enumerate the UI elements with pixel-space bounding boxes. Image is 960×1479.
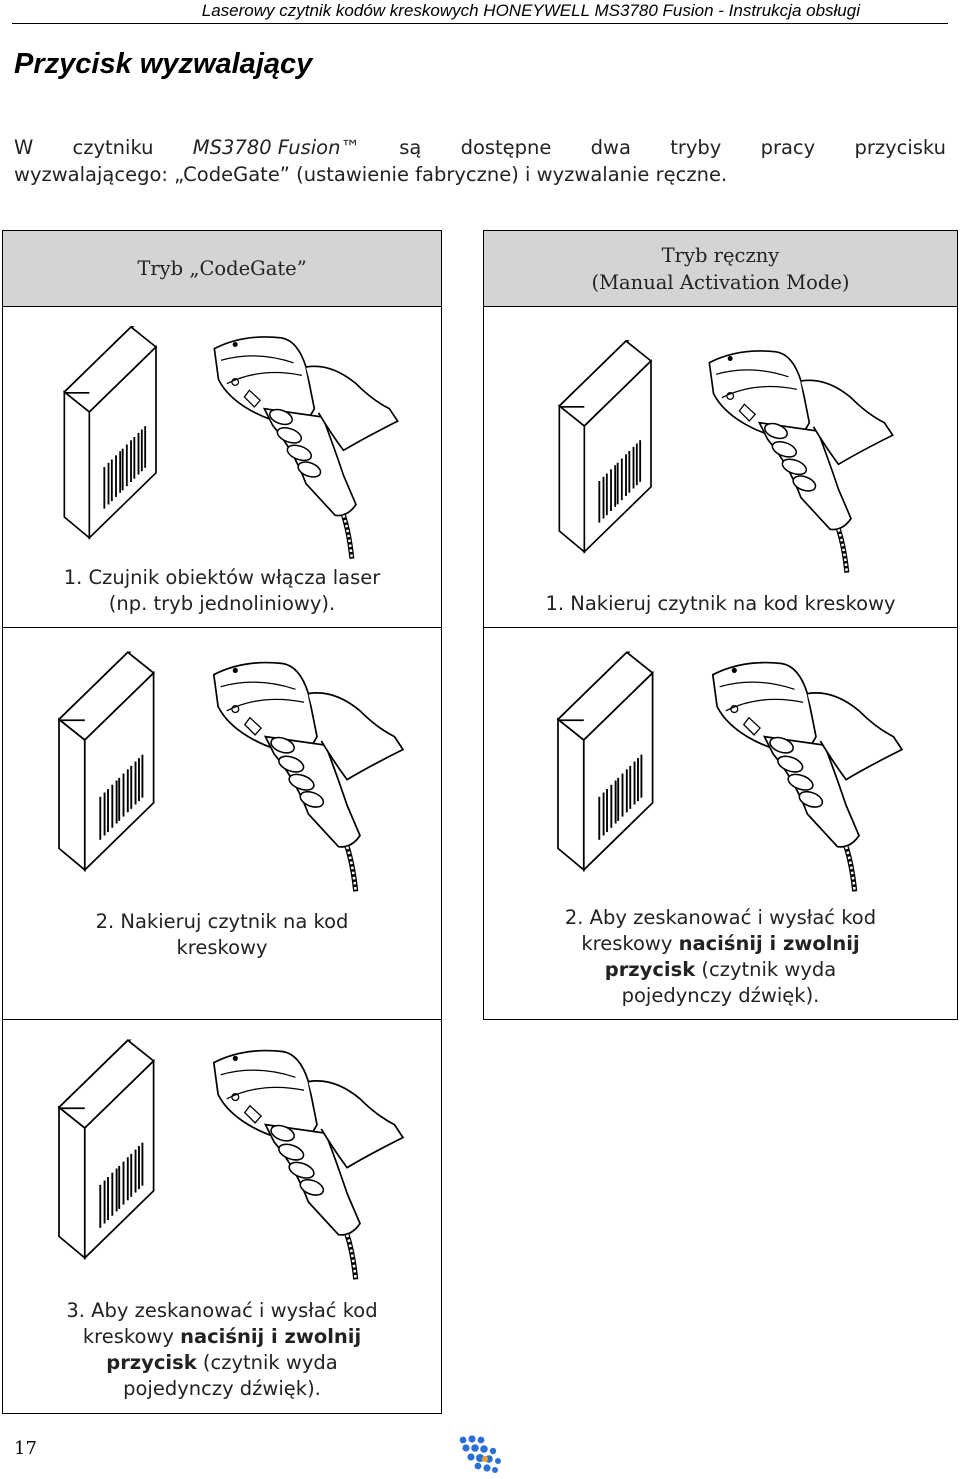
codegate-step-1-caption: 1. Czujnik obiektów włącza laser (np. tr… bbox=[3, 565, 441, 617]
caption-line: kreskowy bbox=[176, 936, 268, 959]
caption-line: przycisk (czytnik wyda bbox=[3, 1350, 441, 1376]
caption-line: (np. tryb jednoliniowy). bbox=[108, 592, 336, 615]
codegate-step-3-cell: 3. Aby zeskanować i wysłać kod kreskowy … bbox=[2, 1019, 442, 1414]
manual-header: Tryb ręczny (Manual Activation Mode) bbox=[483, 230, 958, 307]
intro-word: są bbox=[399, 136, 422, 159]
manual-step-1-caption: 1. Nakieruj czytnik na kod kreskowy bbox=[545, 592, 896, 615]
scanner-illustration bbox=[21, 1030, 441, 1288]
caption-text: kreskowy bbox=[581, 932, 679, 955]
intro-word: dostępne bbox=[460, 136, 552, 159]
caption-line: 3. Aby zeskanować i wysłać kod bbox=[66, 1299, 378, 1322]
intro-word: W bbox=[14, 136, 34, 159]
intro-word: czytniku bbox=[72, 136, 154, 159]
codegate-step-1-cell: 1. Czujnik obiektów włącza laser (np. tr… bbox=[2, 306, 442, 628]
codegate-header: Tryb „CodeGate” bbox=[2, 230, 442, 307]
caption-line: kreskowy naciśnij i zwolnij bbox=[3, 1324, 441, 1350]
intro-paragraph: W czytniku MS3780 Fusion™ są dostępne dw… bbox=[14, 134, 946, 188]
caption-text: (czytnik wyda bbox=[196, 1351, 338, 1374]
caption-emphasis: przycisk bbox=[106, 1351, 197, 1374]
codegate-header-label: Tryb „CodeGate” bbox=[137, 257, 307, 280]
intro-word: przycisku bbox=[854, 136, 946, 159]
caption-line: przycisk (czytnik wyda bbox=[484, 957, 957, 983]
manual-step-2-caption: 2. Aby zeskanować i wysłać kod kreskowy … bbox=[484, 905, 957, 1009]
codegate-step-3-caption: 3. Aby zeskanować i wysłać kod kreskowy … bbox=[3, 1298, 441, 1402]
header-divider bbox=[12, 23, 948, 24]
caption-line: 2. Aby zeskanować i wysłać kod bbox=[564, 906, 877, 929]
scanner-illustration bbox=[21, 317, 441, 567]
caption-text: (czytnik wyda bbox=[695, 958, 837, 981]
caption-line: kreskowy naciśnij i zwolnij bbox=[484, 931, 957, 957]
scanner-illustration bbox=[516, 331, 936, 581]
caption-emphasis: naciśnij i zwolnij bbox=[678, 932, 860, 955]
manual-step-2-cell: 2. Aby zeskanować i wysłać kod kreskowy … bbox=[483, 627, 958, 1020]
codegate-step-2-caption: 2. Nakieruj czytnik na kod kreskowy bbox=[3, 909, 441, 961]
intro-word: dwa bbox=[590, 136, 631, 159]
manual-header-line2: (Manual Activation Mode) bbox=[591, 270, 850, 294]
intro-word: pracy bbox=[760, 136, 816, 159]
manual-header-line1: Tryb ręczny bbox=[661, 243, 780, 267]
caption-line: pojedynczy dźwięk). bbox=[621, 984, 820, 1007]
caption-emphasis: przycisk bbox=[604, 958, 696, 981]
scanner-illustration bbox=[21, 642, 441, 900]
caption-line: 2. Nakieruj czytnik na kod bbox=[95, 910, 349, 933]
scanner-illustration bbox=[520, 642, 940, 900]
brand-logo bbox=[459, 1435, 501, 1473]
intro-line-2: wyzwalającego: „CodeGate” (ustawienie fa… bbox=[14, 163, 728, 186]
caption-line: pojedynczy dźwięk). bbox=[123, 1377, 321, 1400]
caption-line: 1. Czujnik obiektów włącza laser bbox=[63, 566, 381, 589]
caption-text: kreskowy bbox=[82, 1325, 181, 1348]
page-number: 17 bbox=[14, 1438, 37, 1459]
intro-product-name: MS3780 Fusion™ bbox=[192, 136, 360, 159]
manual-step-1-cell: 1. Nakieruj czytnik na kod kreskowy bbox=[483, 306, 958, 628]
caption-emphasis: naciśnij i zwolnij bbox=[180, 1325, 362, 1348]
intro-word: tryby bbox=[670, 136, 722, 159]
document-header: Laserowy czytnik kodów kreskowych HONEYW… bbox=[201, 1, 860, 20]
codegate-step-2-cell: 2. Nakieruj czytnik na kod kreskowy bbox=[2, 627, 442, 1020]
section-title: Przycisk wyzwalający bbox=[14, 48, 313, 80]
